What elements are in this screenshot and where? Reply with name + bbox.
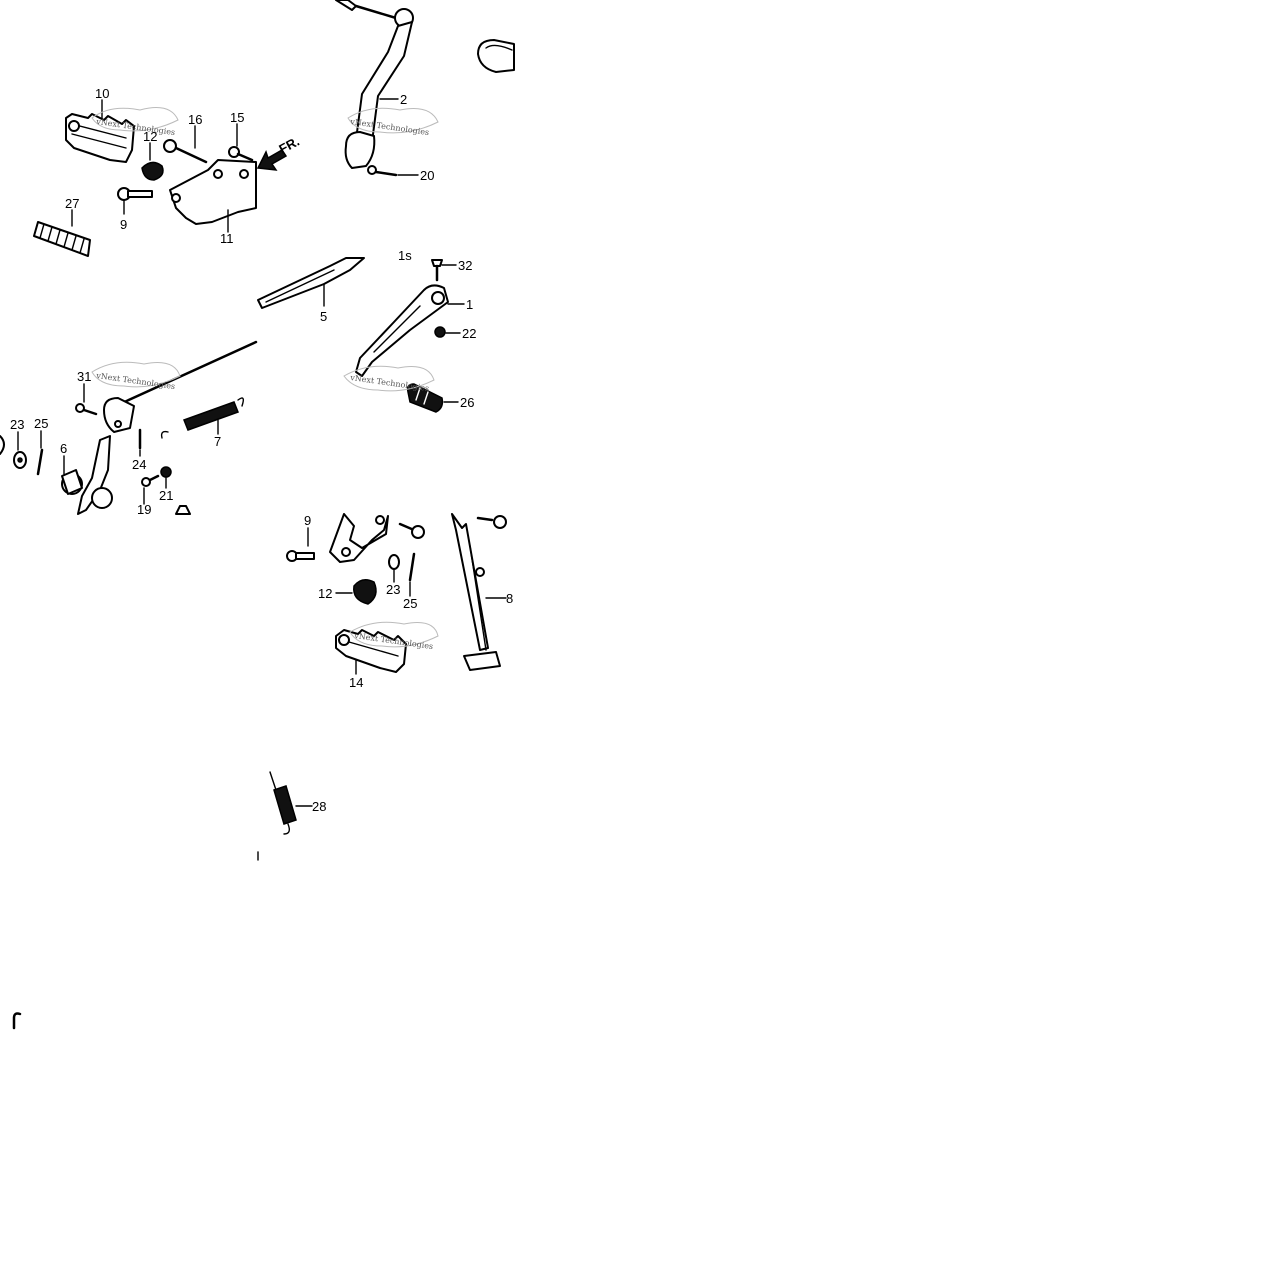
callout-19: 19 xyxy=(137,502,151,517)
callout-31: 31 xyxy=(77,369,91,384)
cotter-pin-25 xyxy=(36,448,44,476)
watermark-3: vNext Technologies xyxy=(91,361,181,391)
bolt-lower xyxy=(398,522,425,539)
front-arrow xyxy=(256,149,288,171)
callout-20: 20 xyxy=(420,168,434,183)
tile-brake-pedal: 1s vNext Technologies xyxy=(257,248,465,413)
brake-arm xyxy=(77,435,113,515)
callout-7: 7 xyxy=(214,434,221,449)
callout-10: 10 xyxy=(95,86,109,101)
bracket-11 xyxy=(169,159,257,225)
bolt-32 xyxy=(431,259,443,282)
spring-7 xyxy=(160,397,245,439)
bolt-15 xyxy=(228,146,254,162)
bolt-20 xyxy=(367,165,398,177)
brake-rod-5 xyxy=(257,257,365,309)
shift-rubber-part xyxy=(477,39,515,73)
bolt-19 xyxy=(141,474,160,487)
svg-text:vNext Technologies: vNext Technologies xyxy=(349,373,430,393)
callout-21: 21 xyxy=(159,488,173,503)
callout-9-lower: 9 xyxy=(304,513,311,528)
bolt-31 xyxy=(75,403,98,416)
side-stand-8 xyxy=(451,513,501,671)
callout-1: 1 xyxy=(466,297,473,312)
pin-9 xyxy=(117,187,153,201)
collar-6 xyxy=(61,469,83,495)
cotter-pin-25-lower xyxy=(408,552,416,582)
nut-21 xyxy=(160,466,172,478)
callout-labels: 10 16 15 12 27 9 11 2 20 32 5 1 22 26 31… xyxy=(10,86,513,814)
callout-32: 32 xyxy=(458,258,472,273)
callout-12: 12 xyxy=(143,129,157,144)
nut-22 xyxy=(434,326,446,338)
clevis-31 xyxy=(103,397,135,433)
pin-9-lower xyxy=(286,550,315,562)
callout-2: 2 xyxy=(400,92,407,107)
spring-12 xyxy=(141,161,164,181)
spring-28 xyxy=(269,771,297,835)
stand-bolt xyxy=(476,515,507,529)
grip-26 xyxy=(406,383,444,413)
callout-14: 14 xyxy=(349,675,363,690)
callout-9: 9 xyxy=(120,217,127,232)
brake-pedal-1 xyxy=(355,284,449,377)
shift-lever-2 xyxy=(344,8,414,169)
callout-26: 26 xyxy=(460,395,474,410)
callout-12-lower: 12 xyxy=(318,586,332,601)
callout-11: 11 xyxy=(220,231,234,246)
bolt-16 xyxy=(163,139,208,164)
svg-text:1s: 1s xyxy=(398,248,412,263)
spring-12-lower xyxy=(353,579,377,605)
callout-23-lower: 23 xyxy=(386,582,400,597)
tile-side-stand: vNext Technologies xyxy=(286,513,507,675)
callout-28: 28 xyxy=(312,799,326,814)
washer-23-lower xyxy=(388,554,400,570)
callout-6: 6 xyxy=(60,441,67,456)
callout-15: 15 xyxy=(230,110,244,125)
step-peg-10 xyxy=(65,113,135,163)
svg-text:vNext Technologies: vNext Technologies xyxy=(95,371,176,391)
washer-23 xyxy=(13,451,27,469)
callout-8: 8 xyxy=(506,591,513,606)
callout-25-lower: 25 xyxy=(403,596,417,611)
tile-spring-28 xyxy=(257,771,313,861)
callout-25: 25 xyxy=(34,416,48,431)
grip-27 xyxy=(33,221,91,257)
callout-16: 16 xyxy=(188,112,202,127)
callout-24: 24 xyxy=(132,457,146,472)
step-bracket-lower xyxy=(329,513,389,563)
callout-22: 22 xyxy=(462,326,476,341)
callout-27: 27 xyxy=(65,196,79,211)
callout-5: 5 xyxy=(320,309,327,324)
step-peg-14 xyxy=(335,629,407,673)
stray-hook xyxy=(12,1012,22,1030)
callout-23: 23 xyxy=(10,417,24,432)
tile-step-bracket: FR. vNext Technologies xyxy=(33,99,302,257)
tile-shift-lever: vNext Technologies xyxy=(335,0,515,177)
watermark-4: vNext Technologies xyxy=(343,365,435,393)
